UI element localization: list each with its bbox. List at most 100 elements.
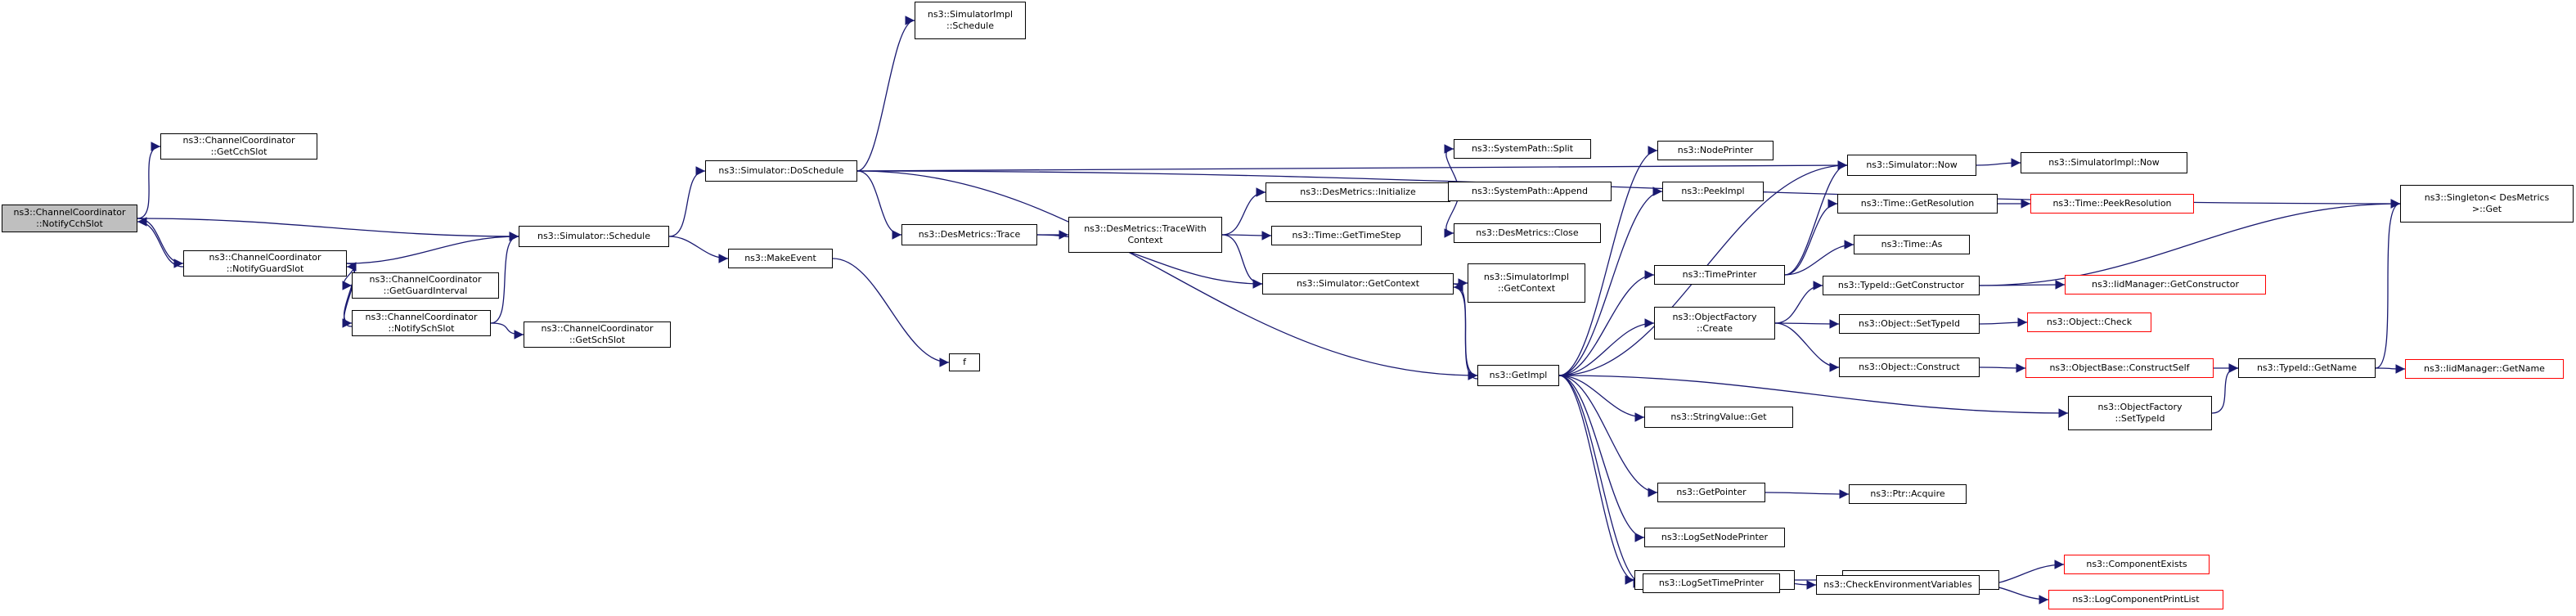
node-iid-get-name[interactable]: ns3::IidManager::GetName bbox=[2405, 359, 2564, 379]
edge-dmTraceCtx-to-dmInit bbox=[1221, 187, 1266, 236]
node-impl-schedule[interactable]: ns3::SimulatorImpl::Schedule bbox=[915, 2, 1026, 39]
node-label: ns3::SystemPath::Append bbox=[1472, 186, 1588, 196]
edge-getImpl-to-getPointer bbox=[1558, 375, 1658, 497]
node-label: ns3::Time::PeekResolution bbox=[2052, 198, 2172, 209]
node-label: ns3::DesMetrics::Trace bbox=[918, 229, 1021, 240]
edge-objConstruct-to-obConstructSelf bbox=[1979, 363, 2026, 373]
node-label: ns3::SystemPath::Split bbox=[1471, 143, 1574, 154]
node-label: ns3::ChannelCoordinator bbox=[541, 323, 654, 334]
node-obj-check[interactable]: ns3::Object::Check bbox=[2027, 312, 2151, 332]
node-log-comp-list[interactable]: ns3::LogComponentPrintList bbox=[2048, 590, 2223, 609]
node-impl-get-ctx[interactable]: ns3::SimulatorImpl::GetContext bbox=[1468, 263, 1585, 303]
node-comp-exists[interactable]: ns3::ComponentExists bbox=[2064, 555, 2210, 574]
node-notify-guard[interactable]: ns3::ChannelCoordinator::NotifyGuardSlot bbox=[183, 250, 347, 277]
node-time-step[interactable]: ns3::Time::GetTimeStep bbox=[1271, 226, 1422, 245]
node-label: ns3::GetImpl bbox=[1489, 370, 1548, 380]
node-log-node-printer[interactable]: ns3::LogSetNodePrinter bbox=[1644, 528, 1785, 547]
node-label: ns3::CheckEnvironmentVariables bbox=[1823, 579, 1972, 590]
edge-tidGetCtor-to-singletonGet bbox=[1979, 199, 2401, 286]
node-label: ns3::ObjectFactory bbox=[2097, 402, 2183, 412]
node-label: ns3::ComponentExists bbox=[2086, 559, 2187, 569]
node-label: ns3::Simulator::DoSchedule bbox=[718, 165, 844, 176]
node-dm-trace[interactable]: ns3::DesMetrics::Trace bbox=[901, 224, 1037, 245]
node-make-event[interactable]: ns3::MakeEvent bbox=[728, 249, 833, 268]
node-sim-now[interactable]: ns3::Simulator::Now bbox=[1847, 155, 1976, 176]
edge-schedule-to-doSchedule bbox=[668, 166, 706, 237]
edge-getImpl-to-ofSetTid bbox=[1558, 375, 2069, 418]
edge-getImpl-to-gvGetValue bbox=[1558, 375, 1635, 585]
edge-notifySch-to-notifyGuard bbox=[343, 262, 357, 327]
node-get-context[interactable]: ns3::Simulator::GetContext bbox=[1262, 273, 1454, 295]
node-label: ns3::ObjectBase::ConstructSelf bbox=[2049, 362, 2190, 373]
node-time-as[interactable]: ns3::Time::As bbox=[1854, 235, 1970, 254]
node-label: ns3::LogSetNodePrinter bbox=[1661, 532, 1769, 542]
node-singleton-get[interactable]: ns3::Singleton< DesMetrics>::Get bbox=[2400, 185, 2574, 223]
edge-tidGetName-to-iidGetName bbox=[2375, 364, 2406, 374]
node-label: ns3::TimePrinter bbox=[1682, 269, 1757, 280]
node-obj-construct[interactable]: ns3::Object::Construct bbox=[1839, 357, 1980, 377]
node-sv-get[interactable]: ns3::StringValue::Get bbox=[1644, 407, 1793, 428]
node-label: ::GetGuardInterval bbox=[383, 286, 468, 296]
node-tid-get-ctor[interactable]: ns3::TypeId::GetConstructor bbox=[1823, 276, 1980, 295]
edge-tidGetName-to-singletonGet bbox=[2375, 199, 2401, 369]
node-label: ns3::Singleton< DesMetrics bbox=[2424, 192, 2550, 203]
edge-notifyCch-to-getCch bbox=[137, 142, 161, 219]
edge-dmTraceCtx-to-getContext bbox=[1221, 234, 1263, 289]
node-get-impl[interactable]: ns3::GetImpl bbox=[1477, 365, 1559, 386]
node-ptr-acquire[interactable]: ns3::Ptr::Acquire bbox=[1849, 484, 1967, 504]
node-label: ns3::GetPointer bbox=[1676, 487, 1747, 497]
node-get-guard[interactable]: ns3::ChannelCoordinator::GetGuardInterva… bbox=[352, 272, 499, 299]
node-of-set-tid[interactable]: ns3::ObjectFactory::SetTypeId bbox=[2068, 396, 2212, 430]
node-notify-sch[interactable]: ns3::ChannelCoordinator::NotifySchSlot bbox=[352, 310, 491, 336]
node-of-create[interactable]: ns3::ObjectFactory::Create bbox=[1654, 307, 1775, 339]
node-label: ::Create bbox=[1697, 323, 1733, 334]
node-iid-get-ctor[interactable]: ns3::IidManager::GetConstructor bbox=[2065, 275, 2266, 295]
edge-ofSetTid-to-tidGetName bbox=[2211, 363, 2239, 414]
edge-getImpl-to-timePrinter bbox=[1558, 270, 1655, 376]
node-time-printer[interactable]: ns3::TimePrinter bbox=[1654, 265, 1785, 285]
edge-notifyGuard-to-schedule bbox=[346, 232, 519, 264]
node-get-res[interactable]: ns3::Time::GetResolution bbox=[1837, 194, 1998, 214]
edge-dmTraceCtx-to-timeStep bbox=[1221, 231, 1272, 241]
node-get-sch[interactable]: ns3::ChannelCoordinator::GetSchSlot bbox=[524, 321, 671, 348]
node-peek-res[interactable]: ns3::Time::PeekResolution bbox=[2030, 194, 2194, 214]
node-label: ns3::Object::SetTypeId bbox=[1859, 318, 1960, 329]
node-sp-split[interactable]: ns3::SystemPath::Split bbox=[1454, 139, 1591, 159]
edge-makeEvent-to-f bbox=[832, 258, 950, 367]
node-get-cch[interactable]: ns3::ChannelCoordinator::GetCchSlot bbox=[160, 133, 317, 160]
node-label: ns3::DesMetrics::Initialize bbox=[1300, 187, 1416, 197]
node-impl-now[interactable]: ns3::SimulatorImpl::Now bbox=[2021, 152, 2187, 173]
edge-doSchedule-to-dmTrace bbox=[856, 170, 902, 240]
edge-getImpl-to-nodePrinter bbox=[1558, 146, 1658, 376]
node-check-env[interactable]: ns3::CheckEnvironmentVariables bbox=[1816, 575, 1980, 595]
edge-notifySch-to-schedule bbox=[490, 232, 519, 324]
edge-notifyCch-to-schedule bbox=[137, 218, 519, 241]
node-log-time-printer[interactable]: ns3::LogSetTimePrinter bbox=[1643, 573, 1780, 593]
node-notify-cch[interactable]: ns3::ChannelCoordinator::NotifyCchSlot bbox=[2, 205, 137, 232]
node-label: ns3::SimulatorImpl::Now bbox=[2048, 157, 2160, 168]
node-sp-append[interactable]: ns3::SystemPath::Append bbox=[1448, 182, 1612, 201]
node-label: ns3::ObjectFactory bbox=[1672, 312, 1757, 322]
node-do-schedule[interactable]: ns3::Simulator::DoSchedule bbox=[705, 160, 857, 182]
node-label: ns3::StringValue::Get bbox=[1670, 411, 1767, 422]
node-label: ns3::ChannelCoordinator bbox=[369, 274, 482, 285]
node-tid-get-name[interactable]: ns3::TypeId::GetName bbox=[2238, 358, 2376, 378]
node-dm-close[interactable]: ns3::DesMetrics::Close bbox=[1454, 223, 1601, 243]
node-label: ns3::SimulatorImpl bbox=[927, 9, 1014, 20]
edge-notifySch-to-getSch bbox=[490, 322, 524, 339]
node-label: ns3::LogSetTimePrinter bbox=[1658, 578, 1765, 588]
node-dm-init[interactable]: ns3::DesMetrics::Initialize bbox=[1266, 182, 1450, 202]
edge-getImpl-to-peekImpl bbox=[1558, 187, 1663, 376]
node-schedule[interactable]: ns3::Simulator::Schedule bbox=[519, 226, 669, 247]
edge-ofCreate-to-objConstruct bbox=[1774, 322, 1840, 372]
edge-getImpl-to-svGet bbox=[1558, 375, 1645, 422]
node-obj-set-tid[interactable]: ns3::Object::SetTypeId bbox=[1839, 314, 1980, 334]
node-node-printer[interactable]: ns3::NodePrinter bbox=[1657, 141, 1774, 160]
node-peek-impl[interactable]: ns3::PeekImpl bbox=[1662, 182, 1764, 201]
node-get-pointer[interactable]: ns3::GetPointer bbox=[1657, 483, 1765, 502]
node-f[interactable]: f bbox=[949, 353, 980, 371]
node-ob-construct-self[interactable]: ns3::ObjectBase::ConstructSelf bbox=[2025, 358, 2214, 378]
edge-getImpl-to-logTimePrinter bbox=[1558, 375, 1643, 588]
